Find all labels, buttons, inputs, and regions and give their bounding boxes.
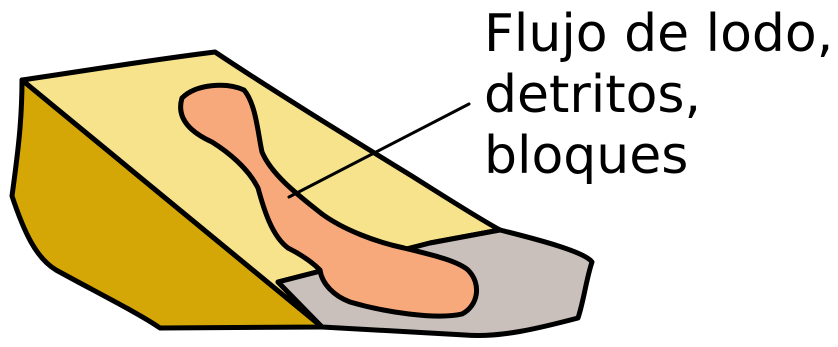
flow-label: Flujo de lodo, detritos, bloques [484,4,833,187]
flow-label-line-2: detritos, [484,65,833,126]
flow-label-line-3: bloques [484,126,833,187]
flow-label-line-1: Flujo de lodo, [484,4,833,65]
